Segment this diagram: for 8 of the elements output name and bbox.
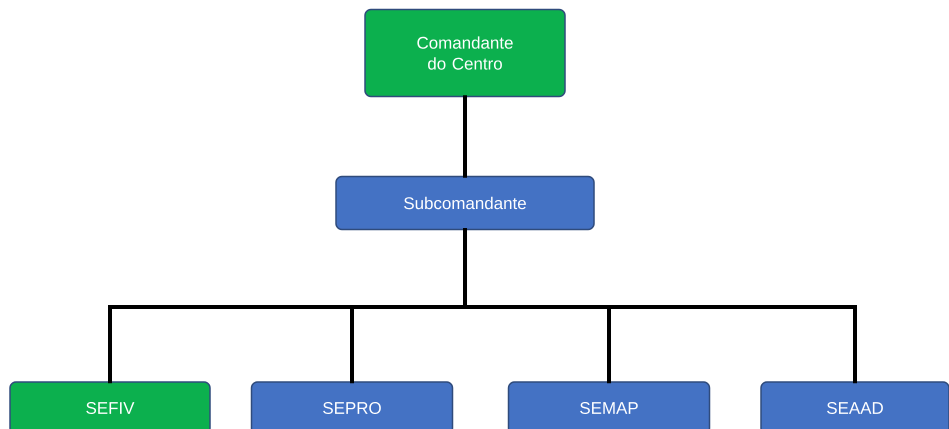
org-box: Subcomandante bbox=[335, 176, 595, 230]
org-box: SEMAP bbox=[508, 381, 710, 429]
connector-line bbox=[463, 228, 857, 384]
org-box: Comandante do Centro bbox=[364, 8, 566, 98]
org-box: SEAAD bbox=[760, 381, 949, 429]
connector-line bbox=[463, 95, 467, 178]
org-box: SEFIV bbox=[9, 381, 211, 429]
org-box: SEPRO bbox=[250, 381, 454, 429]
